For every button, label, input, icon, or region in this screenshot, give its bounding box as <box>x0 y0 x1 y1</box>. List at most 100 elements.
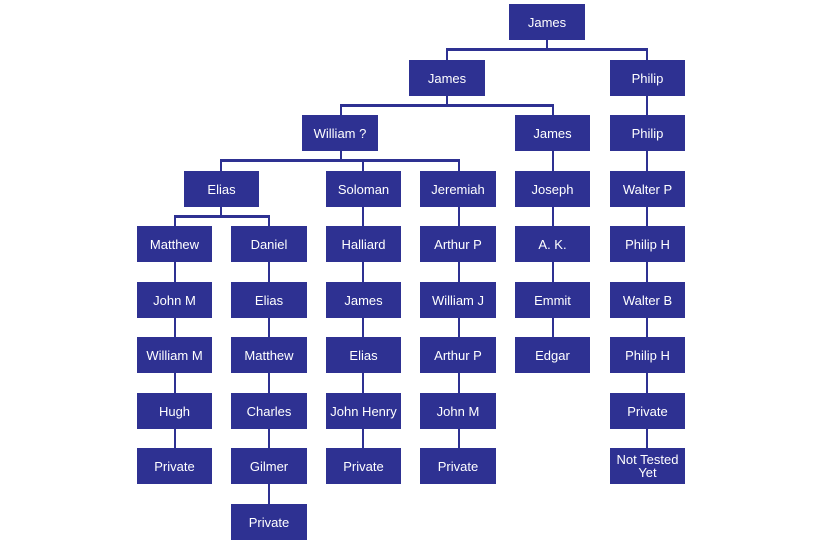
connector <box>646 262 648 282</box>
person-node: Joseph <box>515 171 590 207</box>
person-name: William M <box>146 347 203 363</box>
person-node: James <box>509 4 585 40</box>
person-name: James <box>527 14 567 30</box>
connector <box>268 428 270 448</box>
person-node: Private <box>610 393 685 429</box>
connector <box>174 317 176 337</box>
person-name: Private <box>343 458 384 474</box>
person-name: Walter B <box>622 292 673 308</box>
person-name: John Henry <box>330 403 397 419</box>
connector <box>220 159 460 162</box>
connector <box>552 104 554 116</box>
person-node: Walter P <box>610 171 685 207</box>
person-node: Private <box>137 448 212 484</box>
connector <box>458 373 460 393</box>
person-node: Elias <box>184 171 259 207</box>
connector <box>546 39 548 49</box>
person-name: Edgar <box>535 347 570 363</box>
person-node: John M <box>137 282 212 318</box>
connector <box>340 104 554 107</box>
person-node: Matthew <box>137 226 212 262</box>
person-node: Gilmer <box>231 448 307 484</box>
person-name: Soloman <box>337 181 390 197</box>
person-node: Private <box>326 448 401 484</box>
person-node: Emmit <box>515 282 590 318</box>
person-node: Private <box>420 448 496 484</box>
connector <box>458 159 460 172</box>
person-node: Charles <box>231 393 307 429</box>
person-name: Jeremiah <box>431 181 485 197</box>
connector <box>268 317 270 337</box>
person-node: Soloman <box>326 171 401 207</box>
connector <box>552 262 554 282</box>
person-name: Arthur P <box>434 347 482 363</box>
person-name: James <box>427 70 467 86</box>
connector <box>646 428 648 448</box>
connector <box>268 262 270 282</box>
connector <box>446 95 448 105</box>
connector <box>174 215 270 218</box>
connector <box>646 95 648 116</box>
person-node: William ? <box>302 115 378 151</box>
person-name: Emmit <box>534 292 571 308</box>
person-name: James <box>344 292 383 308</box>
person-node: Halliard <box>326 226 401 262</box>
person-name: Joseph <box>531 181 574 197</box>
person-node: Private <box>231 504 307 540</box>
connector <box>646 206 648 226</box>
connector <box>458 206 460 226</box>
person-node: Matthew <box>231 337 307 373</box>
connector <box>220 159 222 172</box>
connector <box>362 206 364 226</box>
person-name: Philip <box>631 125 664 141</box>
person-name: William ? <box>313 125 367 141</box>
person-name: Philip <box>631 70 664 86</box>
person-name: Matthew <box>149 236 200 252</box>
person-node: Not Tested Yet <box>610 448 685 484</box>
person-node: Edgar <box>515 337 590 373</box>
person-name: Matthew <box>244 347 294 363</box>
person-name: A. K. <box>538 236 567 252</box>
person-node: James <box>515 115 590 151</box>
connector <box>362 262 364 282</box>
person-name: Gilmer <box>249 458 289 474</box>
person-node: Arthur P <box>420 226 496 262</box>
person-node: Arthur P <box>420 337 496 373</box>
connector <box>174 215 176 227</box>
connector <box>446 48 648 51</box>
person-node: Philip H <box>610 337 685 373</box>
person-node: Philip <box>610 115 685 151</box>
connector <box>458 428 460 448</box>
connector <box>646 48 648 60</box>
person-name: Private <box>627 403 668 419</box>
person-node: Philip <box>610 60 685 96</box>
person-node: William M <box>137 337 212 373</box>
connector <box>362 317 364 337</box>
person-node: Elias <box>326 337 401 373</box>
person-name: Walter P <box>622 181 673 197</box>
connector <box>362 159 364 172</box>
person-node: Hugh <box>137 393 212 429</box>
person-name: John M <box>436 403 480 419</box>
person-name: Halliard <box>341 236 386 252</box>
connector <box>552 206 554 226</box>
person-name: Elias <box>349 347 378 363</box>
connector <box>268 215 270 227</box>
person-name: Charles <box>246 403 292 419</box>
connector <box>362 373 364 393</box>
connector <box>174 373 176 393</box>
person-node: James <box>326 282 401 318</box>
person-node: John M <box>420 393 496 429</box>
person-name: Elias <box>207 181 236 197</box>
person-node: Daniel <box>231 226 307 262</box>
connector <box>362 428 364 448</box>
connector <box>174 428 176 448</box>
person-name: Not Tested Yet <box>616 452 679 480</box>
person-node: William J <box>420 282 496 318</box>
connector <box>552 317 554 337</box>
person-name: Philip H <box>625 236 670 252</box>
connector <box>552 150 554 172</box>
person-name: Private <box>248 514 290 530</box>
person-node: John Henry <box>326 393 401 429</box>
